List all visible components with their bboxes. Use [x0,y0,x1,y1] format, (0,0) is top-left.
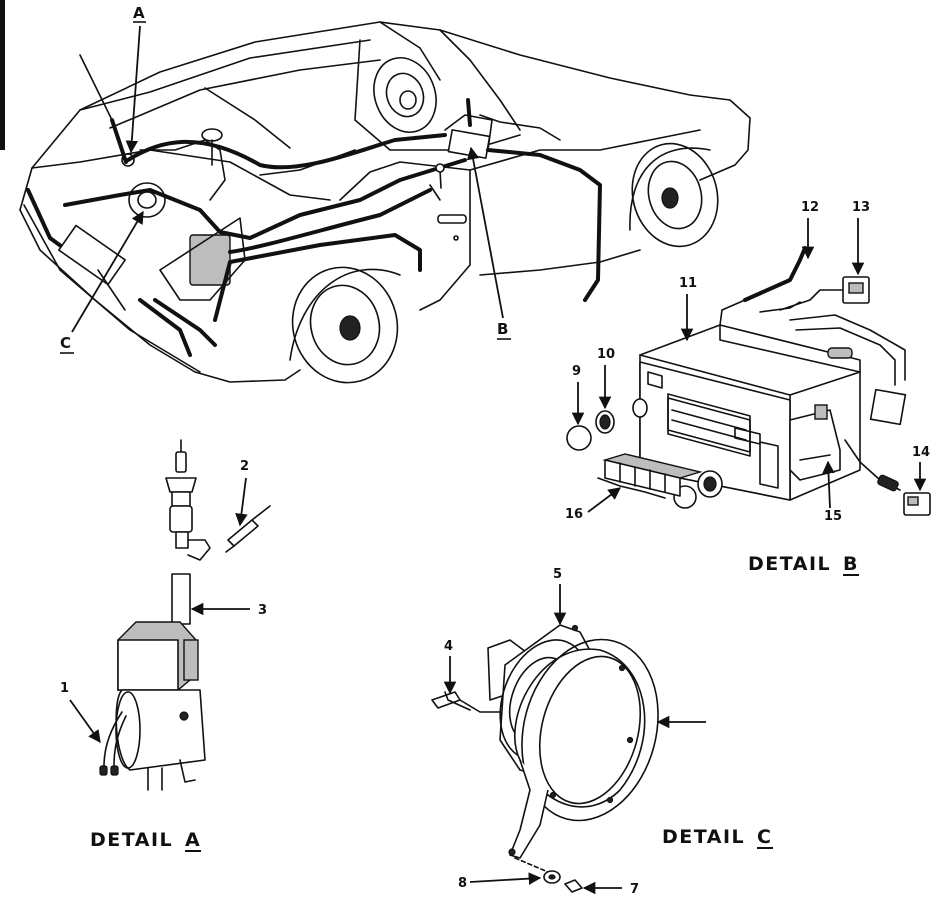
part-10-label: 10 [597,347,615,362]
part-3-label: 3 [258,603,267,618]
part-9-label: 9 [572,364,581,379]
part-2-label: 2 [240,459,249,474]
car-illustration [19,21,751,384]
part-12-label: 12 [801,200,819,215]
detail-c-title: DETAIL [662,826,745,848]
part-7-label: 7 [630,882,639,897]
front-wheel [629,142,719,248]
callout-a-label: A [133,4,145,22]
detail-c-speaker [431,624,659,893]
push-buttons [597,453,703,499]
detail-b-letter: B [843,553,859,575]
detail-c-letter: C [757,826,772,848]
part-11-label: 11 [679,276,697,291]
part-15-label: 15 [824,509,842,524]
page-edge-bar [0,0,5,150]
part-1-label: 1 [60,681,69,696]
detail-a-letter: A [185,829,201,851]
part-5-label: 5 [553,567,562,582]
part-14-label: 14 [912,445,930,460]
part-8-label: 8 [458,876,467,891]
detail-b-title: DETAIL [748,553,831,575]
callout-a: A [125,4,146,154]
callout-b-label: B [497,320,508,338]
detail-b-radio [566,246,931,516]
detail-a-title: DETAIL [90,829,173,851]
callout-c-label: C [60,334,71,352]
callout-c: C [60,210,144,354]
part-4-label: 4 [444,639,453,654]
callout-b: B [466,146,511,340]
part-16-label: 16 [565,507,583,522]
part-13-label: 13 [852,200,870,215]
rear-wheel [289,266,401,384]
detail-a-antenna [99,439,271,791]
